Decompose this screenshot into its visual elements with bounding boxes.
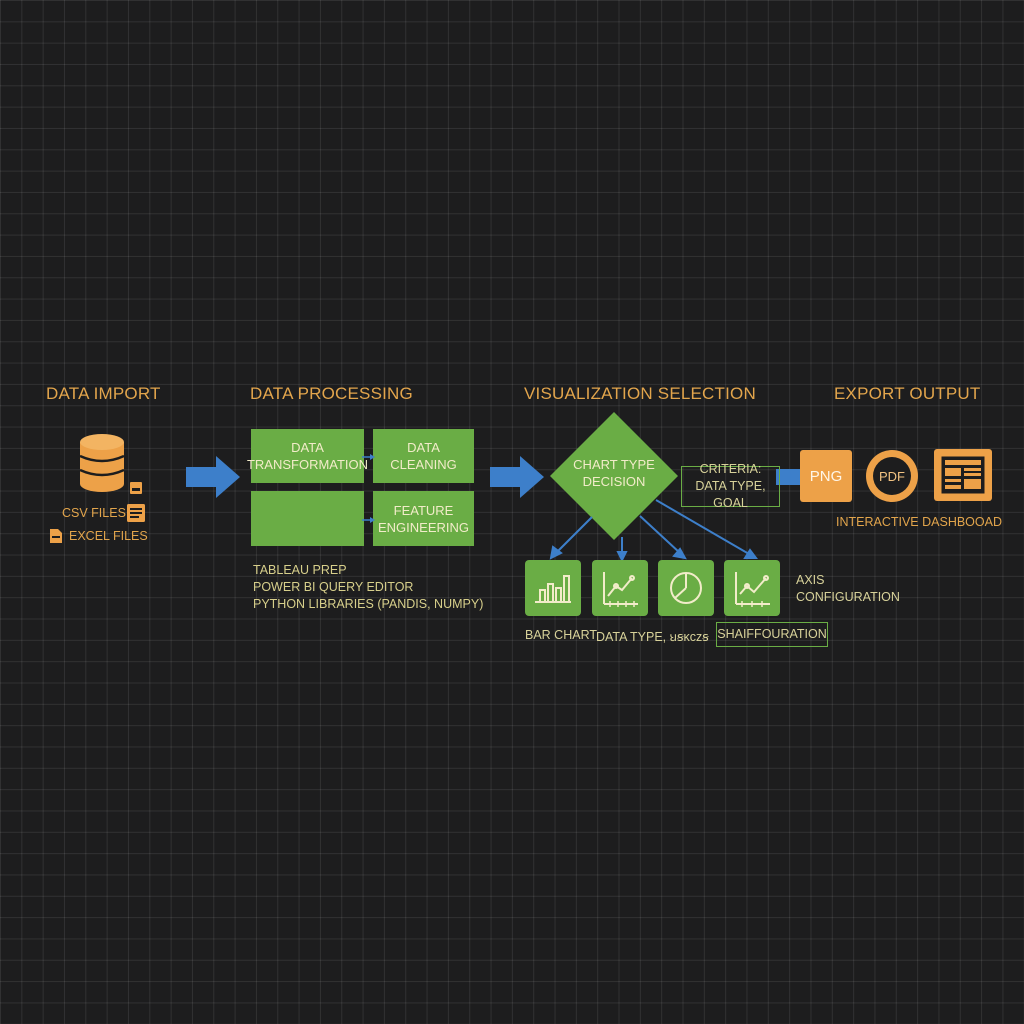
empty-processing-box (251, 491, 364, 546)
csv-files-label: CSV FILES (62, 506, 126, 520)
feature-engineering-label: FEATURE ENGINEERING (377, 502, 469, 535)
pie-chart-icon (670, 572, 702, 604)
tool-tableau-prep: TABLEAU PREP (253, 563, 347, 577)
pdf-label: PDF (873, 457, 911, 495)
line-chart-icon (603, 572, 638, 607)
data-cleaning-box: DATA CLEANING (373, 429, 474, 483)
feature-engineering-box: FEATURE ENGINEERING (373, 491, 474, 546)
tool-power-bi: POWER BI QUERY EDITOR (253, 580, 414, 594)
database-icon (79, 434, 125, 492)
arrow-processing-to-visualization (490, 456, 544, 498)
data-cleaning-label: DATA CLEANING (390, 440, 457, 472)
png-tile: PNG (800, 450, 852, 502)
data-transformation-box: DATA TRANSFORMATION (247, 429, 368, 483)
stage-title-data-processing: DATA PROCESSING (250, 384, 413, 403)
csv-file-icon (127, 504, 145, 522)
excel-file-icon (50, 529, 62, 543)
axis-configuration-text: AXIS CONFIGURATION (796, 573, 900, 604)
pdf-tile: PDF (866, 450, 918, 502)
criteria-box: CRITERIA: DATA TYPE, GOAL (681, 462, 780, 510)
bar-chart-tile (525, 560, 581, 616)
file-stack-icon (130, 482, 142, 494)
processing-tools-list: TABLEAU PREP POWER BI QUERY EDITOR PYTHO… (253, 562, 483, 613)
png-label: PNG (809, 467, 843, 485)
configuration-box: SHAIFFOURATION (716, 622, 828, 647)
data-type-label: DATA TYPE, ꞟꞩᴋᴄᴢꞩ (596, 630, 709, 644)
configuration-label: SHAIFFOURATION (717, 627, 827, 641)
axis-configuration-label: AXIS CONFIGURATION (796, 572, 900, 606)
dashboard-tile (934, 449, 992, 501)
line-chart-tile-2 (724, 560, 780, 616)
interactive-dashboard-label: INTERACTIVE DASHBOOAD (836, 515, 1002, 529)
chart-type-decision-label: CHART TYPE DECISION (573, 457, 655, 489)
chart-type-decision-diamond (550, 412, 678, 540)
arrow-import-to-processing (186, 456, 240, 498)
processing-connector-arrows (362, 454, 375, 523)
excel-files-label: EXCEL FILES (69, 529, 148, 543)
pie-chart-tile (658, 560, 714, 616)
tool-python-libraries: PYTHON LIBRARIES (PANDIS, NUMPY) (253, 597, 484, 611)
stage-title-data-import: DATA IMPORT (46, 384, 161, 403)
criteria-label: CRITERIA: DATA TYPE, GOAL (695, 462, 766, 510)
bar-chart-icon (535, 575, 571, 603)
stage-title-visualization-selection: VISUALIZATION SELECTION (524, 384, 756, 403)
dashboard-icon (941, 456, 985, 494)
stage-title-export-output: EXPORT OUTPUT (834, 384, 981, 403)
data-transformation-label: DATA TRANSFORMATION (246, 440, 369, 472)
line-chart-icon (735, 572, 770, 607)
line-chart-tile (592, 560, 648, 616)
bar-chart-label: BAR CHART (525, 628, 598, 642)
